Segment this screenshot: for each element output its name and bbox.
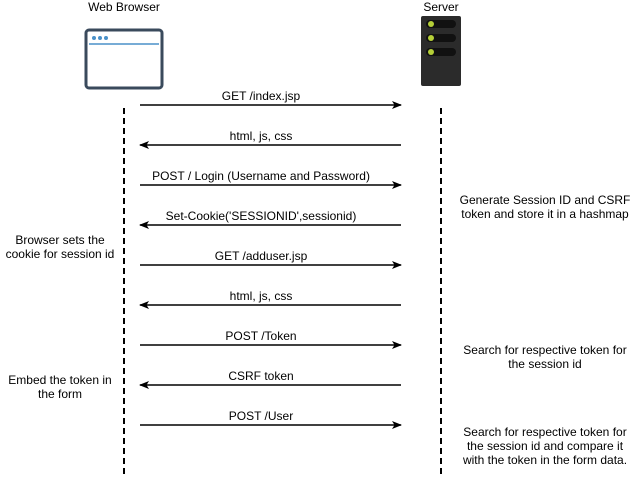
message-9: POST /User <box>140 409 402 429</box>
note-line: cookie for session id <box>6 247 115 261</box>
note-line: Search for respective token for <box>463 425 626 439</box>
message-label: html, js, css <box>230 129 293 143</box>
message-label: CSRF token <box>228 369 293 383</box>
message-5: GET /adduser.jsp <box>140 249 402 269</box>
message-label: POST /Token <box>225 329 296 343</box>
browser-window-icon <box>84 28 164 90</box>
message-label: POST / Login (Username and Password) <box>152 169 370 183</box>
note-line: the form <box>38 387 82 401</box>
message-label: GET /index.jsp <box>222 89 301 103</box>
note-line: Embed the token in <box>8 373 111 387</box>
note-line: Browser sets the <box>15 233 105 247</box>
server-actor-label: Server <box>423 0 458 14</box>
browser-actor-label: Web Browser <box>88 0 160 14</box>
note-line: the session id and compare it <box>467 439 624 453</box>
message-3: POST / Login (Username and Password) <box>140 169 402 189</box>
server-rack-icon <box>421 16 461 86</box>
message-label: GET /adduser.jsp <box>215 249 308 263</box>
note-line: Search for respective token for <box>463 343 626 357</box>
note-line: the session id <box>508 357 581 371</box>
note-line: token and store it in a hashmap <box>461 207 629 221</box>
message-7: POST /Token <box>140 329 402 349</box>
message-4: Set-Cookie('SESSIONID',sessionid) <box>139 209 401 229</box>
message-label: Set-Cookie('SESSIONID',sessionid) <box>166 209 357 223</box>
message-1: GET /index.jsp <box>140 89 402 109</box>
message-6: html, js, css <box>139 289 401 309</box>
message-label: html, js, css <box>230 289 293 303</box>
message-2: html, js, css <box>139 129 401 149</box>
message-8: CSRF token <box>139 369 401 389</box>
note-line: Generate Session ID and CSRF <box>460 193 631 207</box>
message-label: POST /User <box>229 409 293 423</box>
note-line: with the token in the form data. <box>462 453 627 467</box>
